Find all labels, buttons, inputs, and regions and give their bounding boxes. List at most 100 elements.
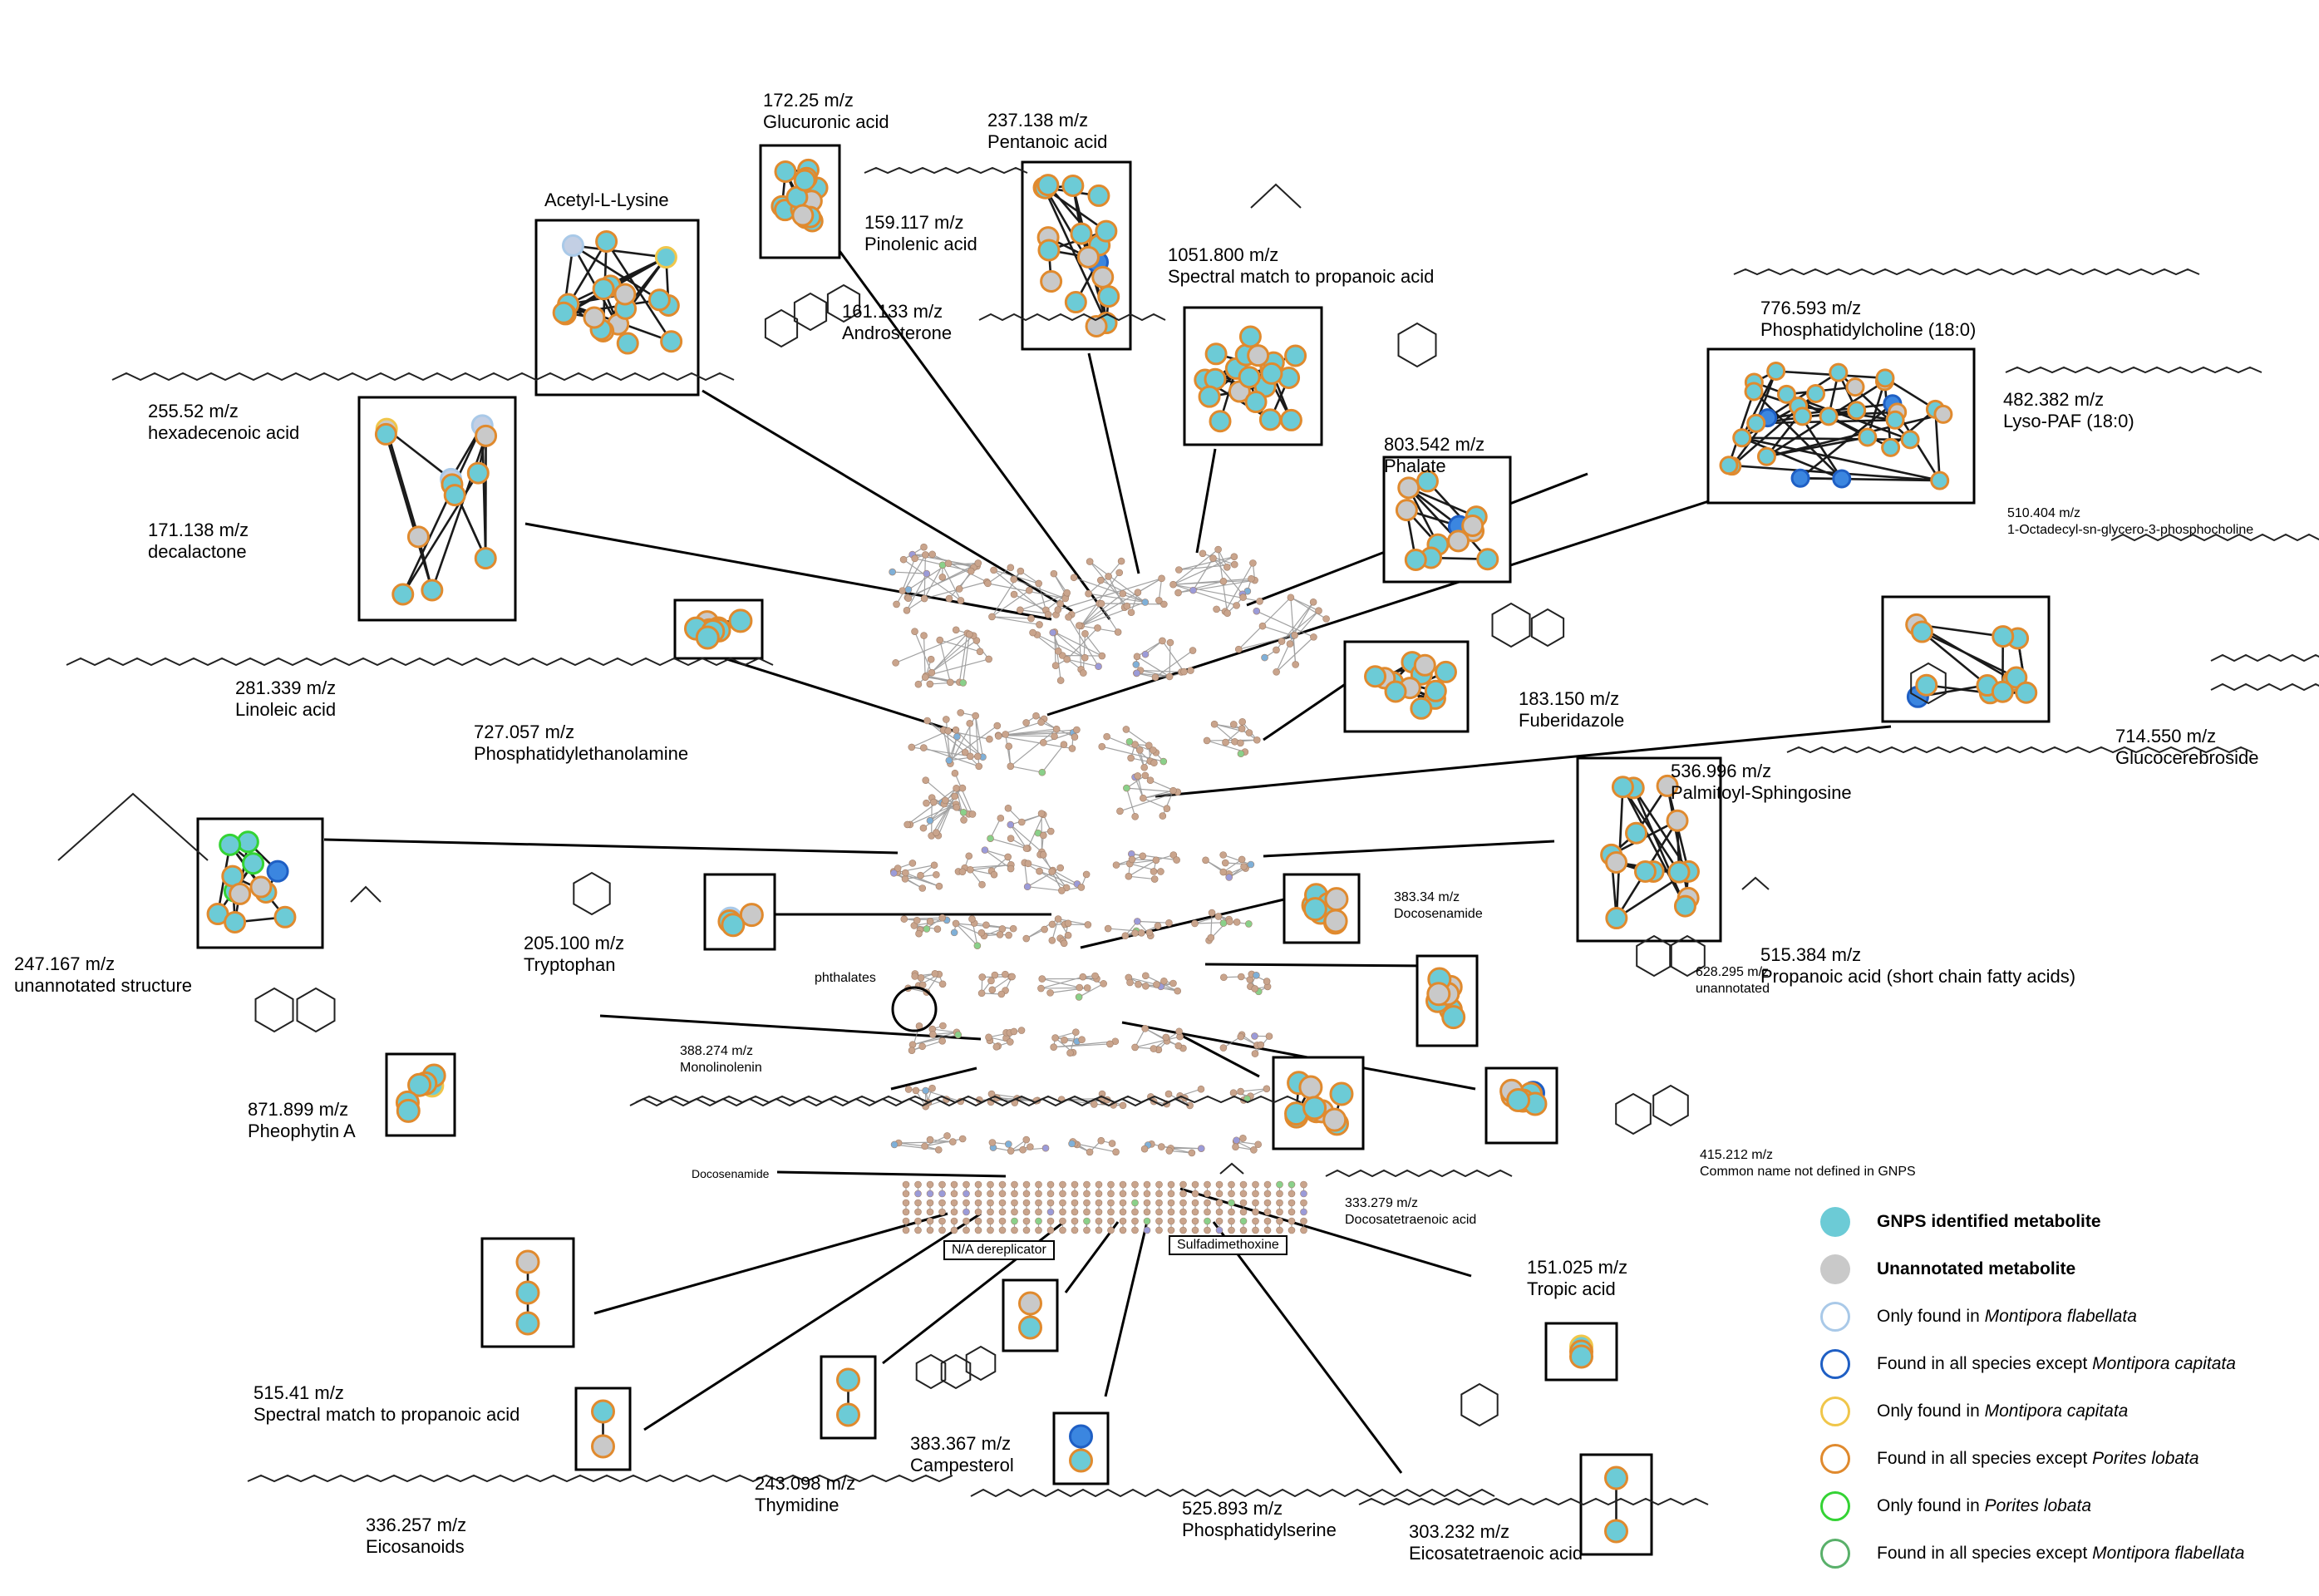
network-node bbox=[1131, 1199, 1139, 1207]
network-node bbox=[889, 568, 896, 576]
network-edge bbox=[926, 658, 989, 677]
network-node bbox=[1165, 672, 1174, 681]
network-node bbox=[1300, 1217, 1307, 1225]
network-node bbox=[1035, 1217, 1042, 1225]
cluster-nodes bbox=[1018, 1291, 1042, 1340]
network-node bbox=[1121, 932, 1130, 940]
chemical-structure bbox=[1910, 662, 1947, 705]
network-node bbox=[893, 600, 900, 608]
network-node bbox=[1278, 638, 1286, 645]
network-node bbox=[1215, 1190, 1224, 1198]
mz-value: 205.100 m/z bbox=[524, 933, 625, 953]
cluster-node bbox=[1732, 428, 1752, 448]
mz-value: 183.150 m/z bbox=[1519, 688, 1620, 709]
legend-label-text: Only found in bbox=[1877, 1496, 1985, 1515]
cluster-node bbox=[1322, 1107, 1347, 1132]
metabolite-name: unannotated structure bbox=[14, 975, 193, 996]
cluster-box bbox=[480, 1237, 575, 1348]
network-edge bbox=[925, 1090, 961, 1102]
network-node bbox=[1037, 718, 1045, 727]
network-node bbox=[952, 626, 960, 634]
network-node bbox=[1191, 1199, 1199, 1207]
network-node bbox=[1253, 972, 1260, 979]
network-node bbox=[1046, 989, 1054, 997]
network-node bbox=[993, 722, 1002, 730]
cluster-node bbox=[515, 1311, 540, 1336]
mz-value: 303.232 m/z bbox=[1409, 1521, 1510, 1542]
legend-species: Montipora capitata bbox=[1984, 1401, 2129, 1421]
network-node bbox=[1119, 1190, 1127, 1198]
metabolite-name: Docosatetraenoic acid bbox=[1345, 1213, 1477, 1227]
network-node bbox=[954, 1031, 963, 1039]
chemical-structure bbox=[1491, 602, 1531, 648]
cluster-node bbox=[1413, 653, 1436, 677]
network-node bbox=[913, 917, 921, 924]
chemical-structure bbox=[1460, 1382, 1499, 1427]
network-node bbox=[928, 1084, 936, 1092]
cluster-node bbox=[249, 875, 273, 899]
network-node bbox=[1071, 1180, 1079, 1189]
cluster-edge bbox=[565, 298, 660, 316]
network-node bbox=[1052, 725, 1061, 733]
network-node bbox=[961, 748, 969, 756]
network-node bbox=[1169, 979, 1177, 988]
network-edge bbox=[1041, 978, 1080, 988]
network-node bbox=[1141, 1025, 1149, 1032]
network-node bbox=[1119, 1217, 1127, 1225]
network-node bbox=[1022, 845, 1031, 852]
network-node bbox=[1054, 606, 1062, 613]
network-edge bbox=[1020, 570, 1040, 584]
metabolite-name: Docosenamide bbox=[1394, 907, 1483, 921]
network-node bbox=[928, 550, 936, 559]
network-edge bbox=[1128, 875, 1155, 880]
central-molecular-network bbox=[889, 543, 1330, 1234]
network-edge bbox=[1068, 617, 1100, 667]
network-node bbox=[914, 1190, 922, 1198]
network-node bbox=[1160, 600, 1168, 608]
network-node bbox=[1252, 1226, 1259, 1234]
cluster-frame bbox=[1576, 756, 1722, 943]
network-node bbox=[1141, 598, 1150, 606]
legend-label: Found in all species except Montipora fl… bbox=[1877, 1544, 2244, 1564]
mz-value: 510.404 m/z bbox=[2007, 506, 2081, 520]
network-node bbox=[977, 929, 986, 937]
cluster-node bbox=[1756, 446, 1776, 466]
cluster-box bbox=[1183, 306, 1323, 446]
cluster-node bbox=[1329, 1081, 1354, 1106]
network-node bbox=[1068, 1140, 1076, 1148]
chemical-structure bbox=[2005, 366, 2262, 374]
mz-value: 482.382 m/z bbox=[2003, 389, 2105, 410]
network-node bbox=[1239, 1226, 1248, 1234]
cluster-box bbox=[673, 598, 764, 660]
network-edge bbox=[1069, 1032, 1076, 1053]
cluster-edge bbox=[386, 428, 452, 480]
network-node bbox=[1173, 856, 1180, 864]
network-node bbox=[1097, 1136, 1105, 1145]
cluster-node bbox=[515, 1280, 540, 1305]
network-node bbox=[911, 554, 918, 563]
network-node bbox=[1037, 984, 1045, 993]
network-node bbox=[1048, 868, 1056, 875]
metabolite-name: Spectral match to propanoic acid bbox=[254, 1404, 520, 1425]
network-node bbox=[1135, 746, 1144, 754]
network-node bbox=[1128, 855, 1136, 864]
network-node bbox=[978, 880, 986, 889]
network-node bbox=[1002, 731, 1009, 738]
network-node bbox=[966, 719, 974, 727]
network-node bbox=[1083, 1208, 1091, 1216]
mz-value: 515.41 m/z bbox=[254, 1382, 344, 1403]
cluster-node bbox=[1991, 680, 2014, 703]
network-edge bbox=[1024, 862, 1028, 887]
network-node bbox=[1025, 586, 1033, 594]
network-edge bbox=[1054, 631, 1086, 658]
legend-swatch bbox=[1820, 1254, 1850, 1284]
network-edge bbox=[1057, 578, 1162, 611]
network-node bbox=[1263, 1208, 1272, 1216]
cluster-nodes bbox=[206, 830, 297, 933]
chemical-structure bbox=[2210, 653, 2319, 663]
network-node bbox=[998, 1208, 1007, 1216]
